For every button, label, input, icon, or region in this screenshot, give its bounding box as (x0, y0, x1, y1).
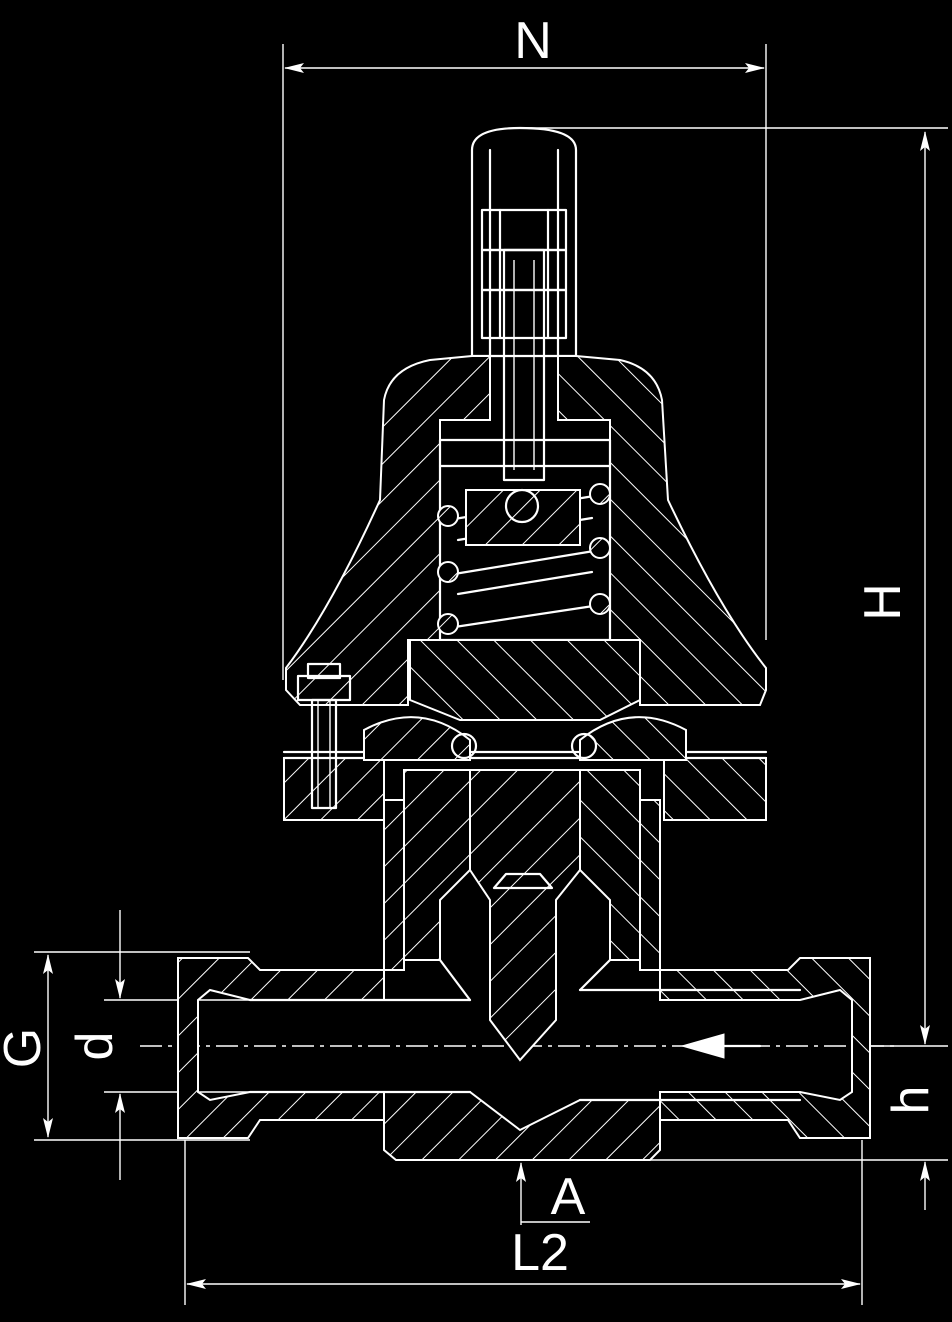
label-N: N (514, 12, 552, 70)
top-cap (470, 126, 578, 482)
label-A: A (551, 1168, 586, 1226)
bonnet (285, 355, 767, 721)
flange (282, 662, 768, 821)
flow-direction-arrow (680, 1033, 725, 1059)
label-h: h (882, 1086, 940, 1115)
label-d: d (66, 1032, 124, 1061)
valve-body (177, 769, 871, 1161)
label-H: H (854, 583, 912, 621)
label-G: G (0, 1028, 52, 1068)
label-L2: L2 (511, 1224, 569, 1282)
